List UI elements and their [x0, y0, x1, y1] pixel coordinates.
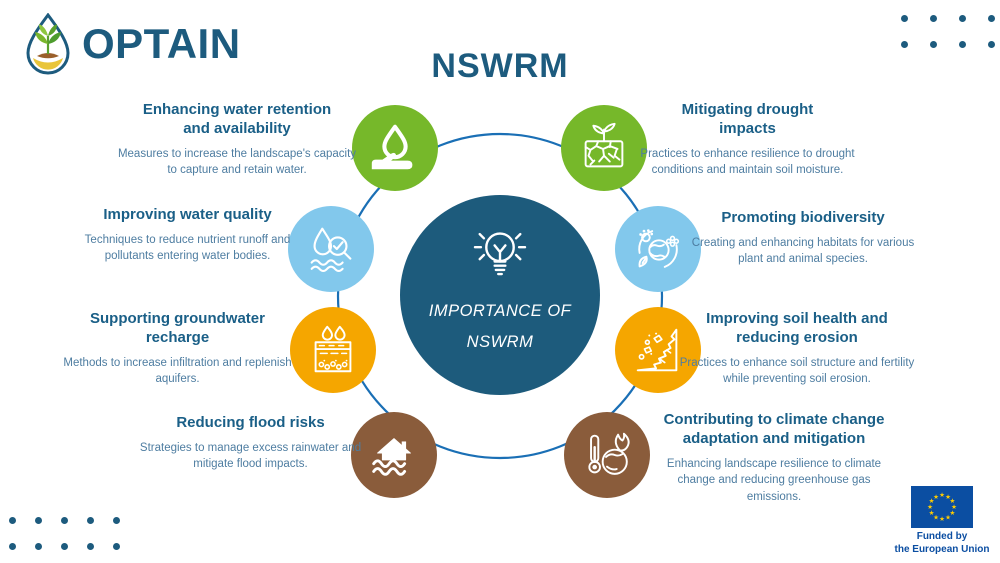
item-title: Supporting groundwater recharge	[90, 310, 265, 346]
page-title: NSWRM	[431, 47, 569, 85]
item-title: Promoting biodiversity	[721, 209, 885, 226]
item-desc: Enhancing landscape resilience to climat…	[666, 457, 882, 503]
svg-text:★: ★	[927, 503, 933, 511]
svg-text:★: ★	[945, 514, 951, 522]
item-title: Improving soil health and reducing erosi…	[706, 310, 888, 346]
water-quality-magnifier-icon	[302, 220, 360, 278]
svg-text:★: ★	[929, 497, 935, 505]
svg-text:★: ★	[945, 493, 951, 501]
item-title: Reducing flood risks	[176, 414, 325, 431]
decor-dots-top-right	[901, 15, 995, 48]
eu-flag: ★★★ ★★★ ★★★ ★★★	[911, 486, 973, 528]
item-title: Contributing to climate change adaptatio…	[663, 411, 885, 447]
circle-flood	[351, 412, 437, 498]
item-desc: Practices to enhance soil structure and …	[679, 356, 915, 386]
svg-text:★: ★	[939, 491, 945, 499]
item-flood: Reducing flood risks Strategies to manag…	[118, 414, 383, 473]
item-water-quality: Improving water quality Techniques to re…	[55, 206, 320, 265]
item-soil-health: Improving soil health and reducing erosi…	[672, 310, 922, 388]
item-title: Mitigating drought impacts	[681, 101, 814, 137]
biodiversity-globe-icon	[629, 220, 687, 278]
svg-text:★: ★	[939, 515, 945, 523]
decor-dots-bottom-left	[9, 517, 120, 550]
item-desc: Creating and enhancing habitats for vari…	[691, 236, 915, 266]
item-climate: Contributing to climate change adaptatio…	[640, 411, 908, 506]
item-groundwater: Supporting groundwater recharge Methods …	[45, 310, 310, 388]
optain-logo: OPTAIN	[22, 13, 241, 75]
item-title: Enhancing water retention and availabili…	[142, 101, 332, 137]
svg-text:★: ★	[949, 497, 955, 505]
groundwater-infiltration-icon	[304, 321, 362, 379]
flood-house-icon	[365, 426, 423, 484]
eu-credit-label: Funded by the European Union	[894, 531, 990, 555]
hand-water-drop-icon	[366, 119, 424, 177]
circle-groundwater	[290, 307, 376, 393]
circle-climate	[564, 412, 650, 498]
circle-water-quality	[288, 206, 374, 292]
svg-text:★: ★	[951, 503, 957, 511]
optain-logo-text: OPTAIN	[82, 20, 241, 67]
cracked-soil-sprout-icon	[575, 119, 633, 177]
item-biodiversity: Promoting biodiversity Creating and enha…	[678, 209, 928, 268]
svg-text:★: ★	[933, 493, 939, 501]
item-desc: Practices to enhance resilience to droug…	[640, 147, 855, 177]
item-desc: Methods to increase infiltration and rep…	[63, 356, 292, 386]
svg-text:★: ★	[933, 514, 939, 522]
item-desc: Measures to increase the landscape's cap…	[117, 147, 357, 177]
circle-drought	[561, 105, 647, 191]
optain-logo-drop-icon	[22, 13, 74, 75]
lightbulb-icon	[469, 222, 531, 282]
center-label: IMPORTANCE OF NSWRM	[428, 302, 572, 352]
center-circle: IMPORTANCE OF NSWRM	[400, 195, 600, 395]
svg-text:★: ★	[929, 509, 935, 517]
soil-erosion-icon	[629, 321, 687, 379]
item-title: Improving water quality	[103, 206, 272, 223]
circle-water-retention	[352, 105, 438, 191]
item-water-retention: Enhancing water retention and availabili…	[102, 101, 372, 179]
svg-text:★: ★	[949, 509, 955, 517]
item-desc: Techniques to reduce nutrient runoff and…	[84, 233, 291, 263]
climate-thermometer-globe-icon	[578, 426, 636, 484]
item-drought: Mitigating drought impacts Practices to …	[625, 101, 870, 179]
item-desc: Strategies to manage excess rainwater an…	[139, 441, 362, 471]
circle-biodiversity	[615, 206, 701, 292]
circle-soil-health	[615, 307, 701, 393]
